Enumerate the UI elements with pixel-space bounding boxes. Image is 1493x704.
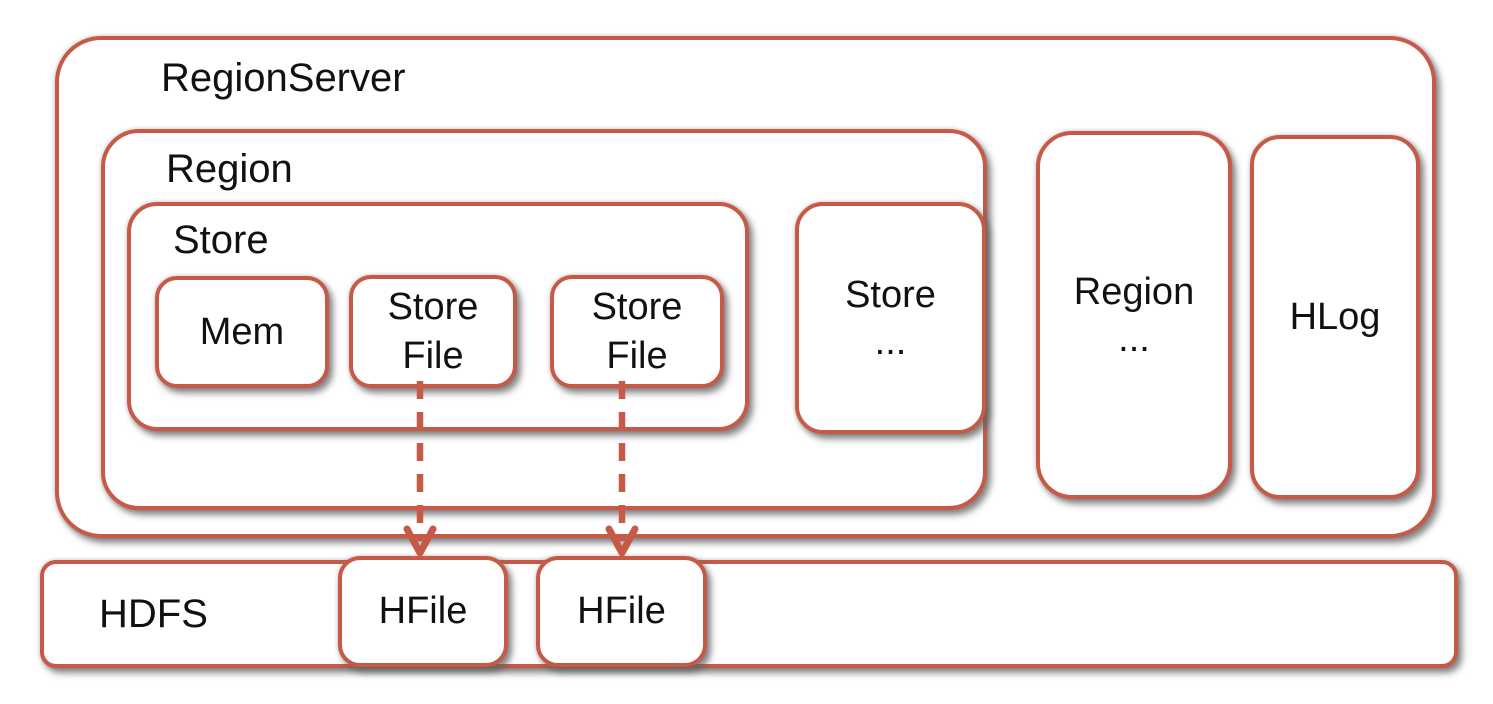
regionserver-box: RegionServer Region Store Mem Store File… bbox=[55, 36, 1436, 538]
hfile-left-label: HFile bbox=[378, 590, 468, 633]
region-more-box: Region ... bbox=[1036, 131, 1232, 499]
hfile-right-box: HFile bbox=[536, 556, 707, 667]
hlog-box: HLog bbox=[1250, 135, 1420, 499]
region-box: Region Store Mem Store File Store File bbox=[101, 129, 987, 510]
region-label: Region bbox=[166, 147, 293, 191]
hdfs-label: HDFS bbox=[99, 592, 208, 636]
region-more-text: Region bbox=[1073, 270, 1195, 313]
region-more-ellipsis: ... bbox=[1118, 317, 1150, 360]
store-box: Store Mem Store File Store File bbox=[127, 202, 749, 431]
flush-arrow-left-head bbox=[403, 525, 437, 557]
memstore-box: Mem bbox=[155, 276, 329, 388]
storefile-right-box: Store File bbox=[550, 275, 724, 388]
flush-arrow-right bbox=[605, 381, 639, 557]
store-more-text: Store bbox=[845, 273, 936, 316]
memstore-label: Mem bbox=[199, 310, 285, 353]
storefile-left-label: Store File bbox=[387, 285, 479, 377]
region-more-label: Region ... bbox=[1040, 135, 1228, 495]
hfile-right-label: HFile bbox=[577, 590, 666, 633]
store-more-ellipsis: ... bbox=[874, 320, 907, 363]
regionserver-label: RegionServer bbox=[161, 56, 406, 100]
store-more-box: Store ... bbox=[795, 202, 986, 434]
storefile-right-label: Store File bbox=[591, 285, 683, 377]
flush-arrow-left bbox=[403, 381, 437, 557]
store-more-label: Store ... bbox=[799, 206, 982, 430]
hlog-label: HLog bbox=[1289, 295, 1381, 338]
hfile-left-box: HFile bbox=[338, 556, 508, 667]
storefile-left-box: Store File bbox=[349, 275, 517, 388]
hdfs-bar: HDFS bbox=[40, 560, 1458, 668]
flush-arrow-right-head bbox=[605, 525, 639, 557]
store-label: Store bbox=[173, 218, 269, 262]
